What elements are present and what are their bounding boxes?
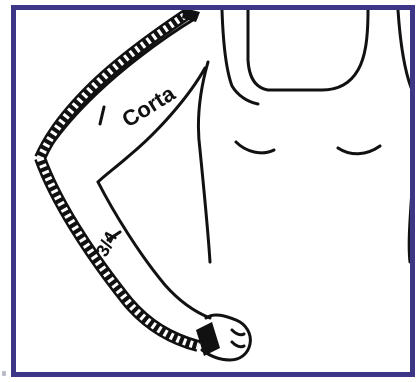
inner-upper-arm [98,68,205,182]
torso-figure [198,10,412,262]
neck-left-line [222,10,258,104]
right-arm-outline [398,10,412,90]
measuring-tape-icon [40,8,220,356]
outer-forearm [45,160,200,342]
pec-line-left [236,142,274,153]
left-side-line [198,62,210,262]
fist-knuckle-1 [232,330,244,335]
inner-forearm [98,182,210,318]
label-corta: Corta [117,80,180,132]
tape-band-lower-inner [40,158,198,346]
pec-line-right [338,146,380,154]
arm-figure [45,18,250,360]
marker-short [100,107,104,124]
outer-upper-arm [45,18,196,155]
tape-band-lower [40,158,198,346]
right-side-line [409,190,412,262]
chest-curve-left [248,10,368,90]
fist-knuckle-2 [232,342,244,347]
tape-cuff [196,322,220,356]
